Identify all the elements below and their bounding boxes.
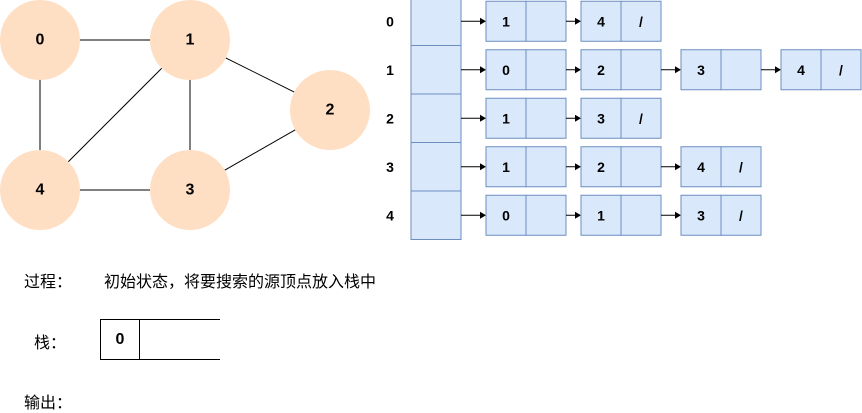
- adj-arrow-head-2-0: [480, 114, 486, 122]
- adj-row-label-4: 4: [386, 207, 394, 223]
- graph-node-label-0: 0: [36, 32, 45, 49]
- graph-node-1: [150, 0, 230, 80]
- adj-value-text-0-0: 1: [502, 13, 510, 29]
- adj-value-text-4-1: 1: [597, 207, 605, 223]
- adj-value-text-1-0: 0: [502, 62, 510, 78]
- adj-arrow-head-0-1: [575, 17, 581, 25]
- adj-next-cell-0-0: [525, 0, 567, 42]
- adj-next-cell-3-2: [720, 146, 762, 188]
- adj-arrow-head-3-2: [675, 163, 681, 171]
- adj-value-text-2-0: 1: [502, 110, 510, 126]
- adj-arrow-head-0-0: [480, 17, 486, 25]
- adj-next-cell-3-1: [620, 146, 662, 188]
- adj-next-cell-2-0: [525, 97, 567, 139]
- adj-next-cell-0-1: [620, 0, 662, 42]
- adj-value-text-0-1: 4: [597, 13, 605, 29]
- adj-row-label-2: 2: [386, 110, 394, 126]
- adj-value-text-3-0: 1: [502, 159, 510, 175]
- adj-head-cell-1: [410, 45, 462, 95]
- adj-value-cell-2-1: [580, 97, 622, 139]
- adj-terminator-2: /: [639, 110, 643, 126]
- graph-node-label-1: 1: [186, 32, 195, 49]
- adj-terminator-1: /: [839, 62, 843, 78]
- graph-node-4: [0, 150, 80, 230]
- adj-next-cell-4-1: [620, 194, 662, 236]
- adj-arrow-head-1-1: [575, 66, 581, 74]
- adj-next-cell-1-1: [620, 49, 662, 91]
- adj-arrow-head-3-0: [480, 163, 486, 171]
- graph-node-label-2: 2: [326, 102, 335, 119]
- adj-value-text-1-3: 4: [797, 62, 805, 78]
- adj-head-cell-3: [410, 142, 462, 192]
- adj-next-cell-4-2: [720, 194, 762, 236]
- adj-value-text-3-2: 4: [697, 159, 705, 175]
- stack-bottom-line: [140, 359, 220, 360]
- adj-terminator-0: /: [639, 13, 643, 29]
- adj-next-cell-2-1: [620, 97, 662, 139]
- adj-arrow-head-2-1: [575, 114, 581, 122]
- adj-next-cell-1-3: [820, 49, 862, 91]
- adj-head-cell-0: [410, 0, 462, 46]
- adj-value-cell-1-3: [780, 49, 822, 91]
- adj-value-cell-1-0: [485, 49, 527, 91]
- graph-edge-1-2: [225, 57, 295, 93]
- stack-label: 栈：: [34, 333, 67, 352]
- adj-arrow-head-1-3: [775, 66, 781, 74]
- graph-node-0: [0, 0, 80, 80]
- adj-next-cell-1-0: [525, 49, 567, 91]
- adj-next-cell-3-0: [525, 146, 567, 188]
- adj-value-text-4-2: 3: [697, 207, 705, 223]
- adj-value-cell-0-1: [580, 0, 622, 42]
- adj-value-cell-4-2: [680, 194, 722, 236]
- adj-value-text-1-1: 2: [597, 62, 605, 78]
- adj-value-cell-1-1: [580, 49, 622, 91]
- adj-value-cell-3-1: [580, 146, 622, 188]
- stack-top-line: [140, 319, 220, 320]
- adj-value-cell-0-0: [485, 0, 527, 42]
- adj-row-label-0: 0: [386, 13, 394, 29]
- graph-and-adjacency-list: 0 1 2 3 4 0 1 4 / 1 0 2 3 4 / 2 1 3 / 3 1 2 4 / 4 0 1 3 /: [0, 0, 862, 240]
- adj-arrow-head-4-1: [575, 211, 581, 219]
- adj-terminator-3: /: [739, 159, 743, 175]
- adj-next-cell-1-2: [720, 49, 762, 91]
- adj-arrow-head-1-0: [480, 66, 486, 74]
- adj-value-text-3-1: 2: [597, 159, 605, 175]
- adj-row-label-3: 3: [386, 159, 394, 175]
- adj-value-text-2-1: 3: [597, 110, 605, 126]
- adj-next-cell-4-0: [525, 194, 567, 236]
- output-label: 输出：: [24, 393, 73, 412]
- graph-edge-2-3: [224, 129, 296, 171]
- adj-head-cell-2: [410, 93, 462, 143]
- stack-container: 0: [100, 319, 220, 360]
- process-description: 初始状态，将要搜索的源顶点放入栈中: [104, 272, 377, 291]
- graph-node-2: [290, 70, 370, 150]
- graph-node-label-4: 4: [36, 182, 45, 199]
- adj-value-cell-4-0: [485, 194, 527, 236]
- adj-row-label-1: 1: [386, 62, 394, 78]
- graph-node-label-3: 3: [186, 182, 195, 199]
- adj-arrow-head-4-2: [675, 211, 681, 219]
- adj-arrow-head-3-1: [575, 163, 581, 171]
- adj-head-cell-4: [410, 190, 462, 240]
- adj-arrow-head-1-2: [675, 66, 681, 74]
- adj-value-cell-1-2: [680, 49, 722, 91]
- graph-edge-1-4: [67, 67, 163, 163]
- adj-arrow-head-4-0: [480, 211, 486, 219]
- process-label: 过程：: [24, 272, 73, 291]
- adj-value-text-1-2: 3: [697, 62, 705, 78]
- adj-value-text-4-0: 0: [502, 207, 510, 223]
- stack-cell: 0: [100, 319, 140, 360]
- graph-node-3: [150, 150, 230, 230]
- adj-terminator-4: /: [739, 207, 743, 223]
- adj-value-cell-3-2: [680, 146, 722, 188]
